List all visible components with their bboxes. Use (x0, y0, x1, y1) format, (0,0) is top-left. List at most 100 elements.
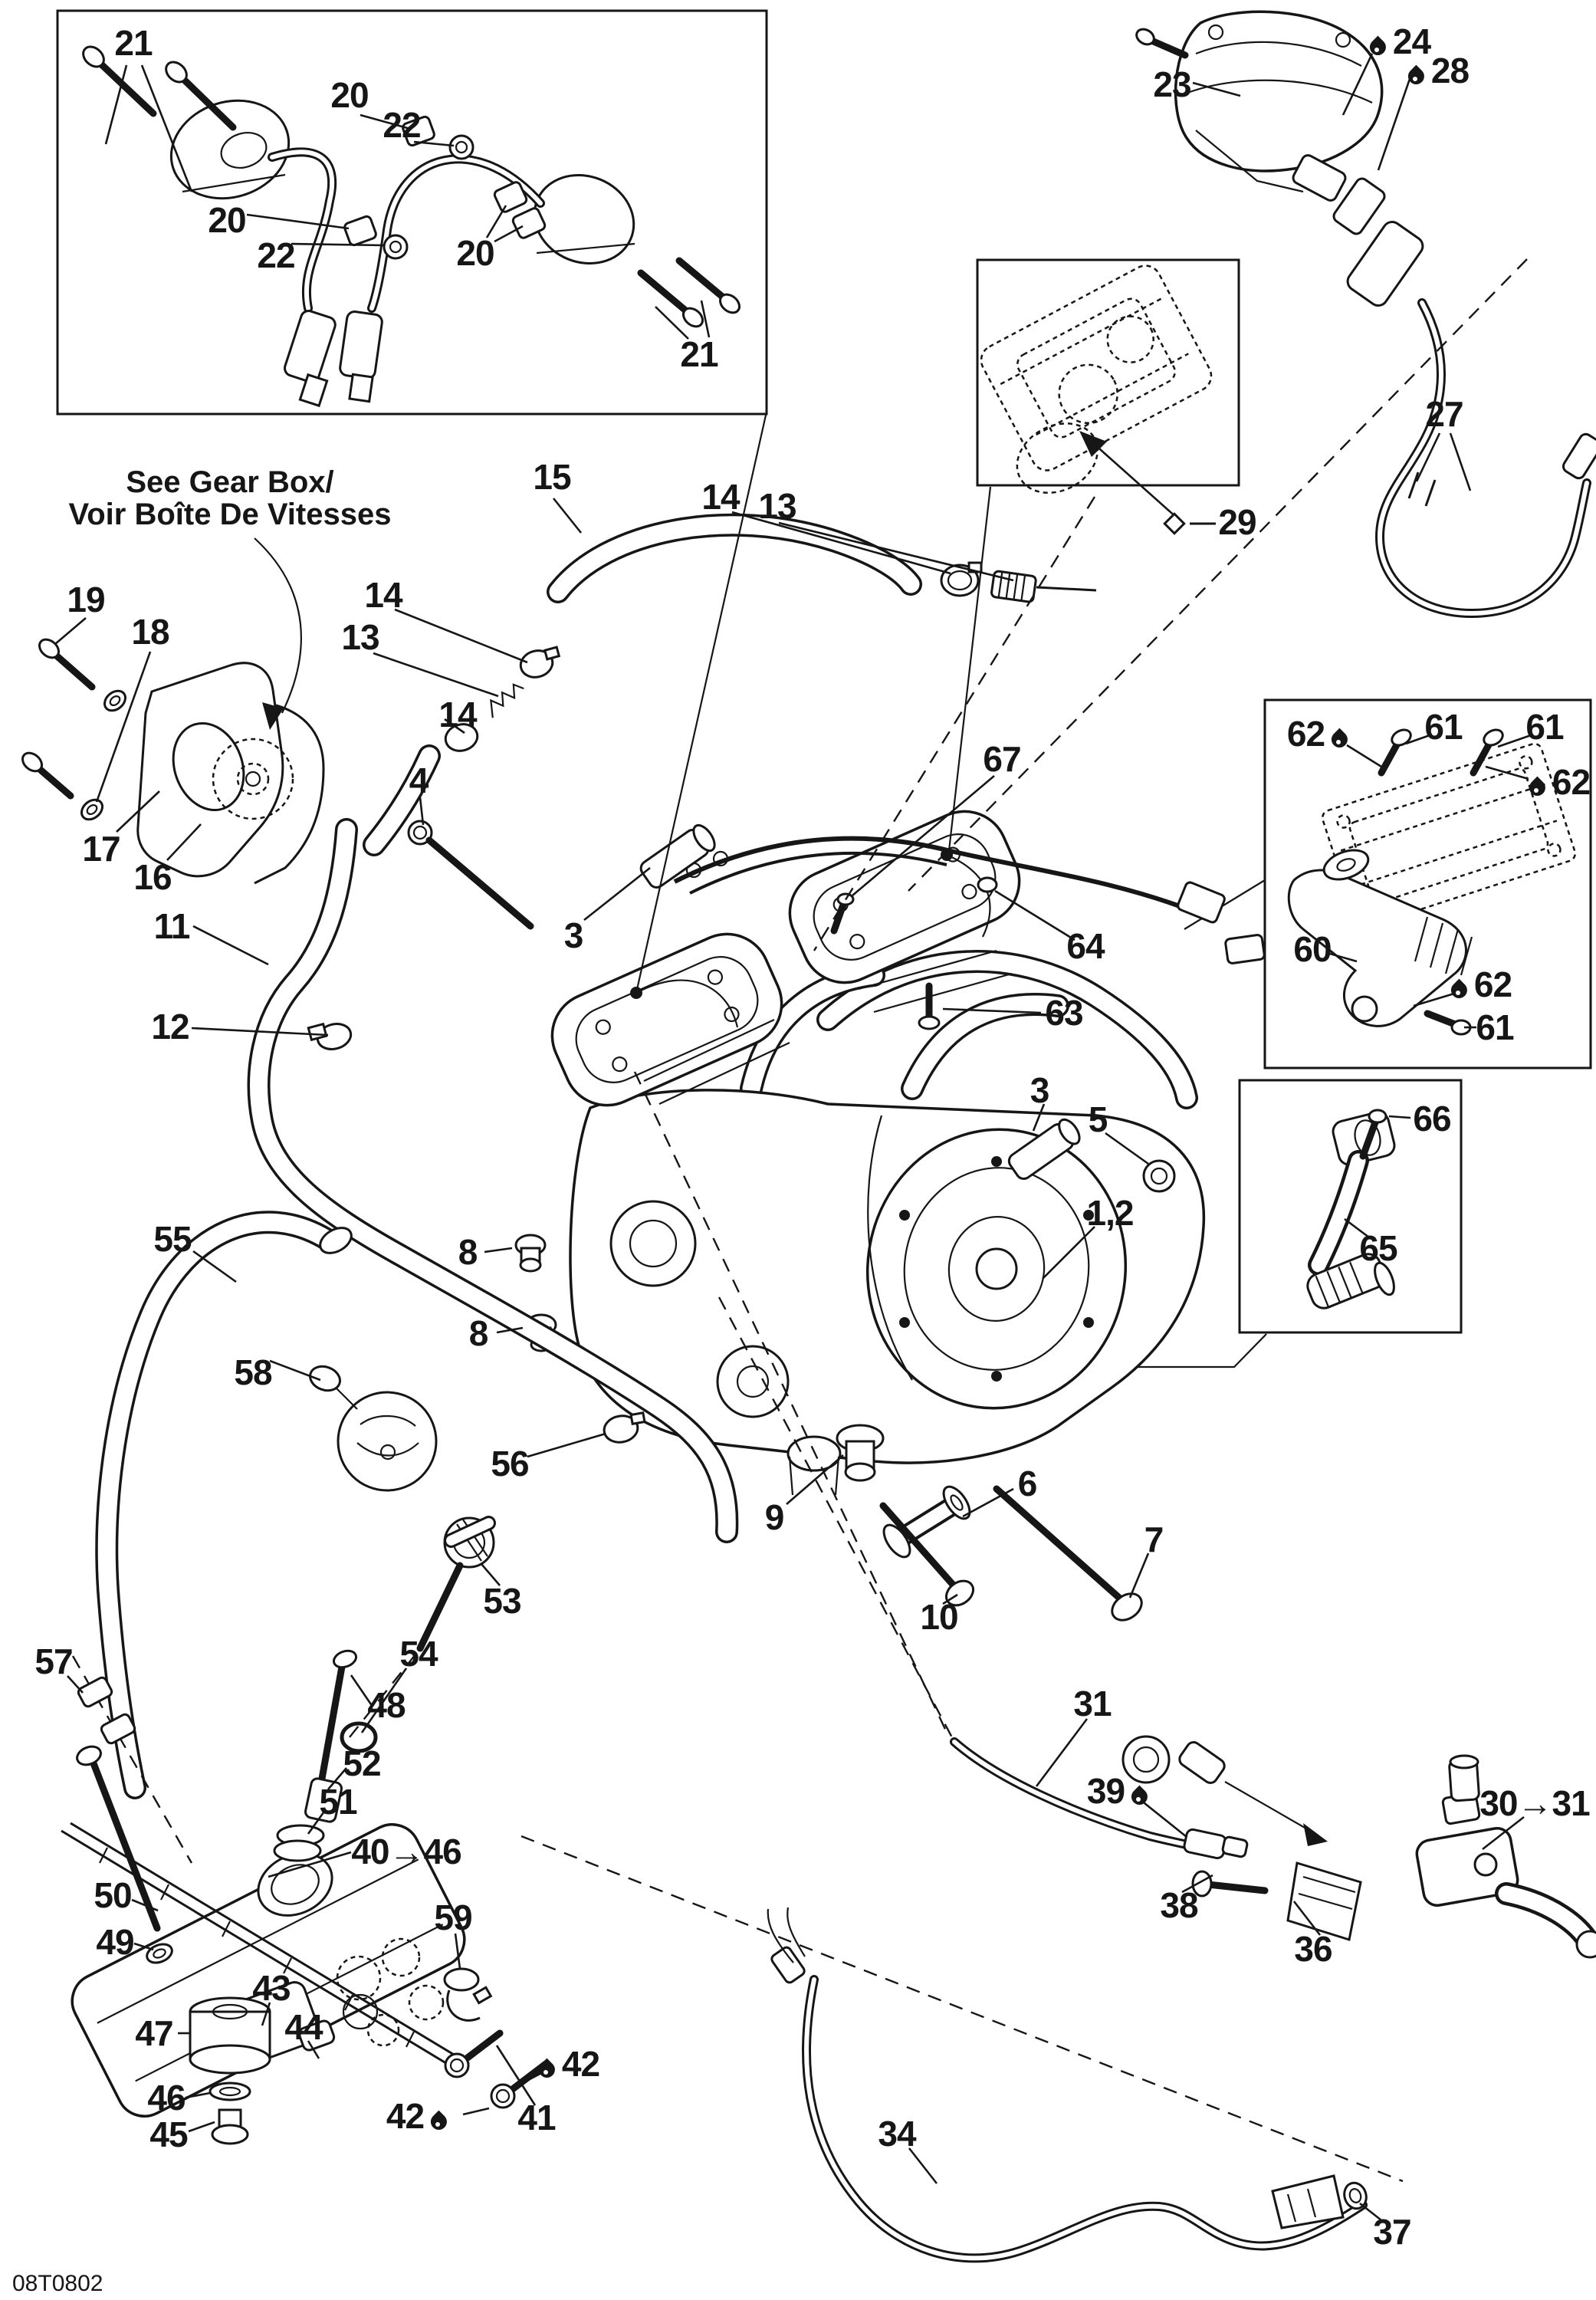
callout-20: 20 (456, 235, 494, 271)
callout-text: 42 (386, 2096, 425, 2136)
callout-text: 62 (1286, 714, 1325, 754)
callout-text: 36 (1294, 1929, 1332, 1969)
callout-24: 24 (1363, 24, 1431, 59)
callout-text: 59 (434, 1898, 472, 1937)
callout-text: 20 (208, 200, 246, 240)
callout-34: 34 (878, 2116, 916, 2151)
callout-28: 28 (1401, 53, 1470, 88)
callout-47: 47 (135, 2013, 173, 2053)
callout-12: 12 (151, 1009, 189, 1044)
callout-61: 61 (1525, 707, 1564, 747)
callout-65: 65 (1359, 1230, 1397, 1266)
callout-44: 44 (284, 2007, 323, 2047)
callout-41: 41 (517, 2100, 556, 2135)
callout-text: 46 (147, 2078, 186, 2118)
callout-text: 38 (1160, 1885, 1198, 1925)
callout-57: 57 (34, 1641, 73, 1681)
callout-51: 51 (319, 1782, 357, 1822)
callout-22: 22 (257, 238, 295, 273)
callout-38: 38 (1160, 1885, 1198, 1925)
callout-45: 45 (149, 2114, 188, 2154)
callout-text: 65 (1359, 1228, 1397, 1268)
oil-droplet-icon (535, 2058, 559, 2082)
callout-37: 37 (1373, 2212, 1411, 2252)
callout-text: 51 (319, 1782, 357, 1822)
callout-text: 14 (701, 477, 740, 517)
callout-39: 39 (1087, 1773, 1154, 1809)
callout-53: 53 (483, 1583, 521, 1618)
callout-42: 42 (386, 2098, 454, 2134)
callout-text: 43 (252, 1968, 291, 2008)
oil-droplet-icon (1328, 728, 1351, 751)
callout-61: 61 (1476, 1007, 1514, 1047)
callout-text: 6 (1017, 1464, 1038, 1503)
gearbox-cover-drawing (21, 638, 325, 885)
handlebar-lever-drawing (950, 1735, 1596, 1959)
callout-text: 44 (284, 2007, 323, 2047)
callout-48: 48 (367, 1685, 406, 1725)
callout-text: 53 (483, 1581, 521, 1621)
oil-droplet-icon (1404, 64, 1428, 88)
callout-42: 42 (532, 2046, 600, 2082)
callout-52: 52 (343, 1743, 381, 1783)
callout-66: 66 (1413, 1101, 1451, 1136)
callout-text: 61 (1476, 1007, 1514, 1047)
callout-22: 22 (383, 107, 421, 143)
callout-20: 20 (330, 75, 369, 115)
callout-text: 62 (1552, 762, 1591, 802)
ignition-inset-box (56, 9, 768, 416)
callout-text: 52 (343, 1743, 381, 1783)
module-inset-box (1263, 698, 1592, 1070)
cable-break-icon (1407, 470, 1440, 510)
callout-text: 39 (1086, 1771, 1125, 1811)
callout-60: 60 (1293, 932, 1332, 967)
callout-text: 19 (67, 580, 105, 619)
callout-text: 8 (468, 1313, 489, 1353)
engine-assembly-drawing (407, 810, 1266, 1622)
callout-54: 54 (399, 1636, 438, 1671)
callout-21: 21 (114, 23, 153, 63)
callout-6: 6 (1017, 1464, 1038, 1503)
callout-27: 27 (1425, 396, 1463, 432)
callout-text: 56 (491, 1444, 529, 1484)
callout-23: 23 (1153, 67, 1191, 102)
vent-hose-drawing (363, 513, 1097, 856)
callout-text: 64 (1066, 926, 1105, 966)
callout-text: 37 (1373, 2212, 1411, 2252)
callout-text: 4 (409, 761, 429, 800)
callout-text: 61 (1424, 707, 1463, 747)
oil-hose-drawing (95, 1211, 438, 1799)
callout-text: 16 (133, 857, 172, 897)
callout-text: 11 (153, 906, 191, 946)
carburetor-inset-box (976, 258, 1240, 487)
callout-text: 49 (96, 1922, 134, 1962)
callout-text: 21 (680, 334, 718, 374)
callout-text: 48 (367, 1685, 406, 1725)
callout-text: 7 (1144, 1520, 1164, 1559)
callout-4: 4 (409, 763, 429, 798)
callout-text: 47 (135, 2013, 173, 2053)
callout-31: 31 (1073, 1686, 1112, 1721)
callout-text: 21 (114, 23, 153, 63)
callout-text: 61 (1525, 707, 1564, 747)
callout-67: 67 (983, 741, 1021, 777)
callout-1-2: 1,2 (1086, 1193, 1135, 1233)
callout-64: 64 (1066, 926, 1105, 966)
callout-63: 63 (1045, 995, 1083, 1030)
callout-text: 55 (153, 1219, 192, 1259)
callout-29: 29 (1218, 504, 1256, 540)
callout-text: 9 (764, 1497, 785, 1537)
callout-text: 20 (330, 75, 369, 115)
callout-62: 62 (1287, 716, 1355, 751)
callout-leader-lines (54, 53, 1525, 2222)
callout-text: 45 (149, 2114, 188, 2154)
gearbox-note-line1: See Gear Box/ (126, 465, 334, 499)
oil-droplet-icon (1128, 1785, 1151, 1809)
callout-text: 17 (82, 829, 120, 869)
callout-16: 16 (133, 857, 172, 897)
callout-14: 14 (438, 697, 477, 732)
callout-text: 1,2 (1086, 1193, 1135, 1233)
callout-text: 57 (34, 1641, 73, 1681)
